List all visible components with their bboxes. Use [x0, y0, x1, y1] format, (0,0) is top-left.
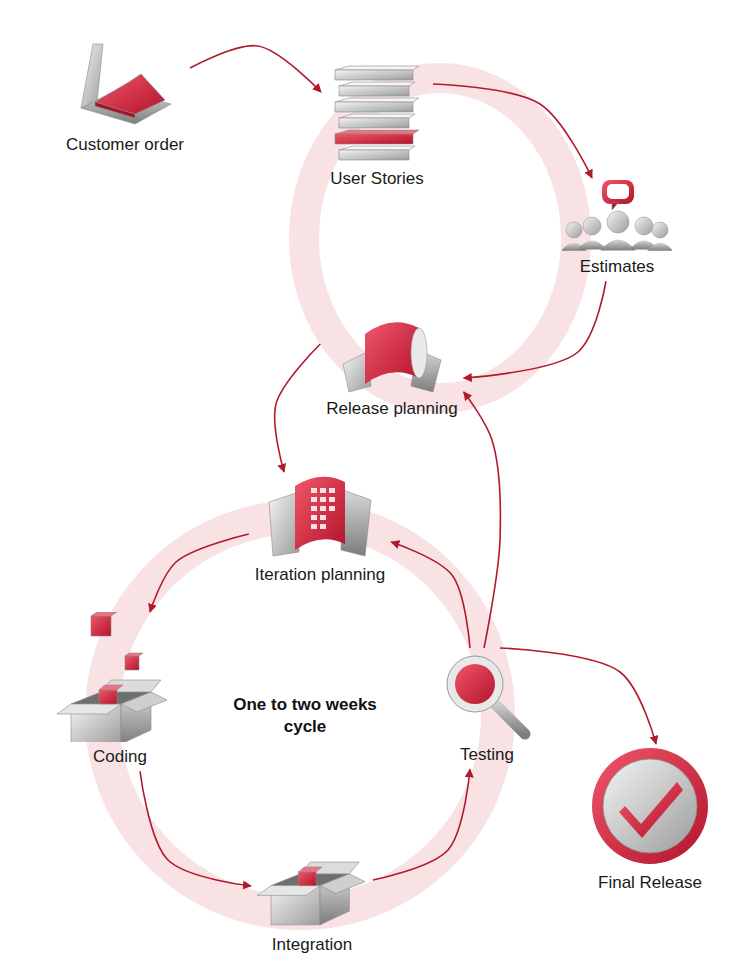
process-step: User Stories [321, 62, 433, 193]
lens-icon [439, 648, 535, 740]
plan-grid-cell [311, 524, 317, 529]
step-label: Testing [460, 744, 514, 765]
badge-face [603, 759, 697, 853]
person-head [583, 217, 601, 235]
process-step: Testing [433, 648, 541, 769]
box-flap [257, 886, 320, 896]
slab-top [339, 82, 415, 86]
plan-cylinder [295, 477, 345, 550]
process-step: Release planning [320, 312, 463, 423]
speech-bubble-inner [607, 184, 629, 199]
cycle-note: One to two weeks cycle [220, 694, 390, 738]
person-body [578, 240, 607, 249]
flow-arrow [373, 769, 470, 880]
story-slab [335, 102, 413, 112]
plan-grid-cell [320, 515, 326, 520]
coding-icon [55, 612, 185, 742]
people-icon [562, 178, 672, 252]
process-step: Final Release [583, 744, 717, 897]
slab-top [335, 66, 419, 70]
flow-arrow [275, 344, 321, 472]
plan-grid-cell [311, 506, 317, 511]
flow-arrow [464, 281, 606, 378]
step-label: Customer order [66, 134, 184, 155]
plan-grid-cell [329, 488, 335, 493]
process-step: Customer order [60, 38, 190, 159]
plan-grid-cell [329, 506, 335, 511]
slab-top [335, 98, 419, 102]
step-label: Estimates [580, 256, 655, 277]
plan-grid-cell [320, 506, 326, 511]
box-flap [121, 692, 167, 712]
badge-rim [592, 748, 708, 864]
falling-cube [125, 656, 139, 670]
red-cube-top [99, 685, 123, 690]
step-label: Iteration planning [255, 564, 385, 585]
slab-top [335, 130, 419, 134]
step-label: Integration [272, 934, 352, 955]
magnifier-lens [455, 664, 495, 704]
plan-grid-cell [329, 497, 335, 502]
flow-arrow [150, 534, 249, 612]
plan-grid-cell [320, 497, 326, 502]
plan-grid-cell [311, 488, 317, 493]
falling-cube [91, 616, 111, 636]
flow-arrow [190, 46, 321, 92]
iteration-ring [102, 517, 498, 913]
sheet-left [269, 492, 299, 556]
story-slab [339, 118, 409, 128]
magnifier-handle [491, 700, 525, 734]
slab-top [339, 114, 415, 118]
person-head [652, 222, 668, 238]
person-head [635, 217, 653, 235]
speech-tail [612, 203, 618, 210]
person-body [647, 243, 672, 251]
flow-arrow [391, 542, 470, 648]
box-flap [320, 874, 365, 894]
falling-cube-top [91, 612, 117, 616]
badge-icon [589, 744, 711, 868]
flow-arrow [464, 392, 501, 648]
release-ring [304, 78, 576, 398]
red-cube-top [298, 867, 322, 872]
box-icon [257, 858, 367, 930]
falling-cube-top [125, 653, 143, 656]
slab-top [339, 146, 415, 150]
check-mark [619, 782, 683, 838]
flow-arrow [140, 771, 251, 886]
stack-icon [327, 62, 427, 164]
order-icon [75, 38, 175, 130]
box-flap [57, 704, 121, 714]
process-step: Coding [49, 612, 191, 771]
sheet-right [341, 490, 371, 556]
red-cube [298, 872, 316, 886]
speech-bubble [602, 180, 634, 204]
plan-grid-cell [320, 524, 326, 529]
step-label: Coding [93, 746, 147, 767]
plan-grid-cell [320, 488, 326, 493]
process-step: Iteration planning [249, 472, 391, 589]
person-head [566, 222, 582, 238]
scroll-icon [337, 312, 447, 394]
step-label: Final Release [598, 872, 702, 893]
plan-grid-cell [311, 497, 317, 502]
order-sheets-edge [95, 102, 135, 118]
step-label: Release planning [326, 398, 457, 419]
story-slab [335, 70, 413, 80]
plan-grid-cell [311, 515, 317, 520]
cylinder-end [411, 328, 427, 378]
scroll2-icon [265, 472, 375, 560]
person-head [607, 211, 629, 233]
magnifier-rim [447, 656, 503, 712]
story-slab [339, 86, 409, 96]
red-cube [99, 690, 117, 704]
process-step: Estimates [556, 178, 678, 281]
story-slab [335, 134, 413, 144]
flow-arrow [433, 84, 592, 178]
process-step: Integration [251, 858, 373, 959]
step-label: User Stories [330, 168, 424, 189]
story-slab [339, 150, 409, 160]
